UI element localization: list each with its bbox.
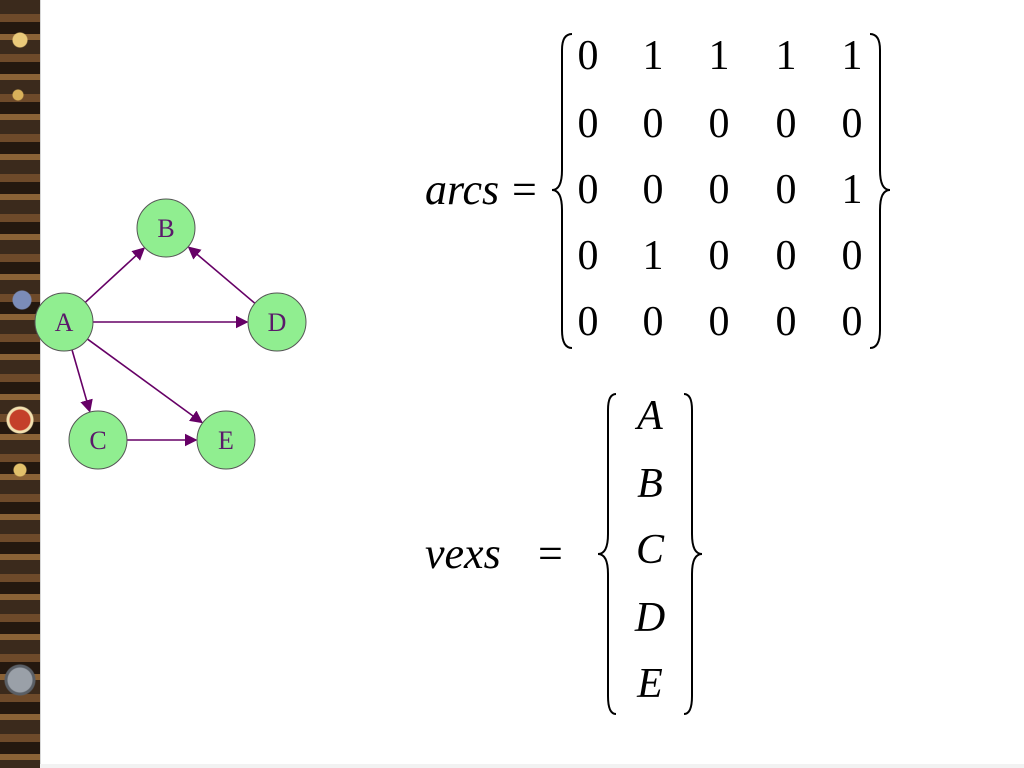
vexs-brackets (597, 393, 703, 715)
vexs-lhs: vexs (425, 529, 501, 578)
node-circle (196, 410, 256, 470)
matrix-cell: 0 (642, 101, 664, 147)
matrix-cell: 1 (642, 233, 664, 279)
edge-a-e (86, 338, 204, 424)
matrix-cell: 0 (775, 233, 797, 279)
matrix-cell: 0 (841, 233, 863, 279)
node-a: A (34, 292, 94, 352)
matrix-cell: 0 (577, 233, 599, 279)
node-label: E (218, 426, 234, 455)
node-circle (136, 198, 196, 258)
vector-entry: A (637, 393, 663, 439)
matrix-cell: 0 (708, 101, 730, 147)
node-b: B (136, 198, 196, 258)
matrix-cell: 0 (577, 299, 599, 345)
vector-entry: D (634, 595, 666, 641)
vexs-equals: = (538, 529, 563, 578)
footer-divider (40, 764, 1024, 768)
matrix-cell: 0 (577, 101, 599, 147)
decorative-side-strip (0, 0, 41, 768)
matrix-cell: 0 (775, 299, 797, 345)
arcs-lhs: arcs (425, 165, 500, 214)
edge-a-c (71, 349, 93, 413)
node-label: C (89, 426, 106, 455)
node-c: C (68, 410, 128, 470)
node-circle (68, 410, 128, 470)
matrix-cell: 0 (841, 101, 863, 147)
node-label: B (157, 214, 174, 243)
matrix-cell: 0 (708, 233, 730, 279)
matrix-cell: 0 (642, 299, 664, 345)
matrix-cell: 1 (708, 33, 730, 79)
matrix-cell: 0 (775, 167, 797, 213)
matrix-cell: 0 (577, 167, 599, 213)
matrix-cell: 0 (708, 299, 730, 345)
node-circle (247, 292, 307, 352)
vector-entry: C (635, 527, 664, 573)
matrix-cell: 0 (841, 299, 863, 345)
node-label: D (268, 308, 287, 337)
directed-graph: A B C D E (34, 198, 307, 470)
matrix-cell: 0 (775, 101, 797, 147)
node-d: D (247, 292, 307, 352)
vector-entry: E (637, 661, 663, 707)
vector-entry: B (637, 461, 663, 507)
arcs-brackets (551, 33, 891, 349)
matrix-cell: 1 (841, 33, 863, 79)
edge-a-b (84, 247, 146, 303)
matrix-cell: 0 (642, 167, 664, 213)
node-e: E (196, 410, 256, 470)
matrix-cell: 1 (642, 33, 664, 79)
node-label: A (55, 308, 74, 337)
matrix-cell: 0 (708, 167, 730, 213)
edge-d-b (187, 246, 256, 304)
node-circle (34, 292, 94, 352)
matrix-cell: 1 (775, 33, 797, 79)
arcs-equals: = (512, 165, 537, 214)
matrix-cell: 0 (577, 33, 599, 79)
matrix-cell: 1 (841, 167, 863, 213)
